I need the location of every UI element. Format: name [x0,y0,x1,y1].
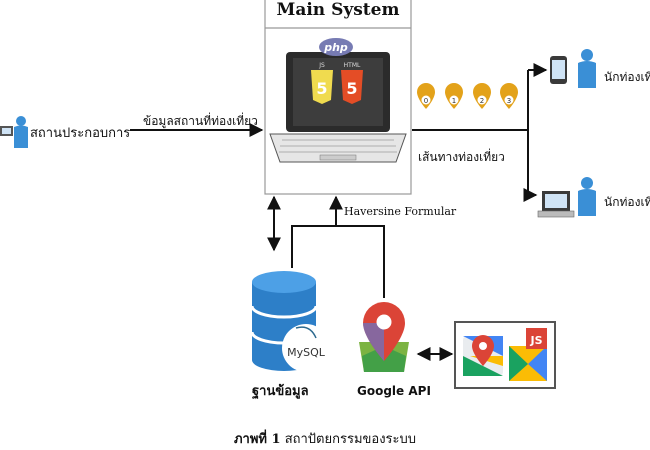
js-logo-text: JS [318,62,325,69]
google-api-label: Google API [357,384,431,398]
mysql-logo-text: MySQL [287,346,326,359]
google-maps-js-box: JS [454,321,556,389]
service-provider-icon [0,116,28,148]
caption-text: สถาปัตยกรรมของระบบ [284,432,417,447]
laptop-icon [269,52,407,163]
svg-text:2: 2 [480,97,484,105]
tourism-info-label: ข้อมูลสถานที่ท่องเที่ยว [143,114,258,128]
route-marker-2-icon: 2 [473,83,491,109]
haversine-flow-arrow [291,195,385,298]
tourist-phone-icon [550,49,596,88]
route-marker-0-icon: 0 [417,83,435,109]
main-system-title: Main System [276,0,400,20]
database-label: ฐานข้อมูล [252,384,309,399]
svg-text:1: 1 [452,97,456,105]
html-logo-icon: HTML 5 [341,62,363,104]
svg-text:5: 5 [346,79,357,98]
route-marker-icons: 0 1 2 3 [417,83,518,109]
haversine-label: Haversine Formular [344,205,457,218]
svg-text:3: 3 [507,97,511,105]
js-logo-icon: JS 5 [311,62,333,104]
figure-caption: ภาพที่ 1 สถาปัตยกรรมของระบบ [0,428,650,449]
tour-route-label: เส้นทางท่องเที่ยว [418,150,505,164]
tourist-label-2: นักท่องเที่ [604,195,650,209]
php-logo-text: php [323,41,348,54]
maps-js-api-icon: JS [509,328,547,381]
tourist-label-1: นักท่องเที่ [604,70,650,84]
html-logo-text: HTML [344,62,361,69]
php-logo-icon: php [319,38,353,56]
google-maps-pin-icon [359,302,409,372]
tourist-computer-icon [537,177,596,218]
route-marker-1-icon: 1 [445,83,463,109]
svg-text:5: 5 [316,79,327,98]
mysql-logo-icon: MySQL [282,324,330,372]
js-badge-text: JS [529,334,542,347]
main-to-tourists-arrows [412,63,548,202]
caption-prefix: ภาพที่ 1 [233,432,281,447]
google-maps-app-icon [463,335,503,376]
svg-text:0: 0 [424,97,428,105]
route-marker-3-icon: 3 [500,83,518,109]
service-provider-label: สถานประกอบการ [30,126,131,141]
